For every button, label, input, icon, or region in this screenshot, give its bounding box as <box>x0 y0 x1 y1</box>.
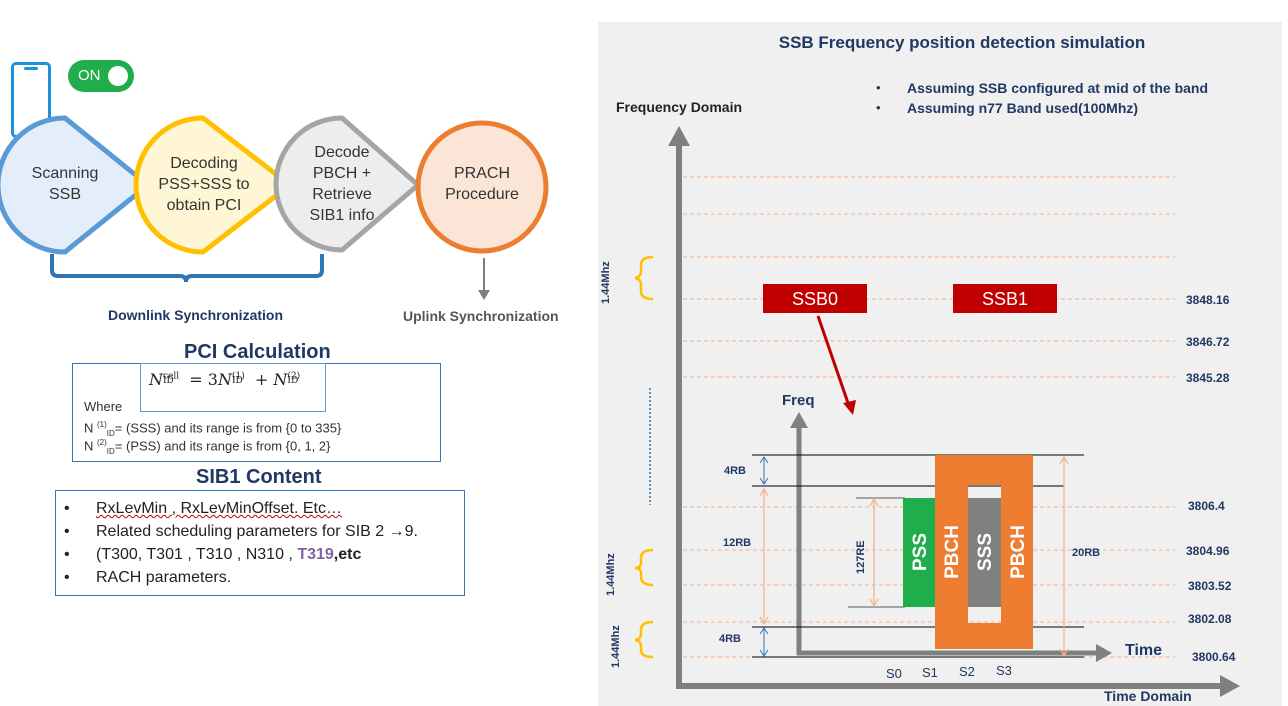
svg-text:3802.08: 3802.08 <box>1188 612 1232 626</box>
bandwidth-label-mid: 1.44Mhz <box>605 553 617 596</box>
ssb1-block <box>953 284 1057 313</box>
svg-text:3804.96: 3804.96 <box>1186 544 1230 558</box>
rb-4-top-arrow <box>759 456 769 485</box>
list-item: RACH parameters. <box>56 566 461 589</box>
frequency-values: 3848.16 3846.72 3845.28 3806.4 3804.96 3… <box>1186 293 1236 664</box>
toggle-label: ON <box>78 67 101 84</box>
downlink-brace <box>50 254 324 283</box>
rb-label-12: 12RB <box>723 537 751 549</box>
sib1-list: RxLevMin , RxLevMinOffset. Etc… Related … <box>56 497 461 589</box>
step-prach-shape <box>415 120 549 254</box>
pbch-label-s3: PBCH <box>1008 525 1029 579</box>
step-scanning-ssb-shape <box>0 115 152 255</box>
svg-text:3845.28: 3845.28 <box>1186 371 1230 385</box>
sim-title: SSB Frequency position detection simulat… <box>779 33 1146 52</box>
svg-text:3806.4: 3806.4 <box>1188 499 1225 513</box>
symbol-s1: S1 <box>922 665 938 680</box>
inner-time-label: Time <box>1125 642 1162 659</box>
svg-text:•: • <box>876 80 881 95</box>
re-127-arrow <box>869 497 879 608</box>
pbch-bottom-s2 <box>968 623 1001 649</box>
list-item: (T300, T301 , T310 , N310 , T319,etc <box>56 543 461 566</box>
pci-box: N_ID^cell = 3N_ID^(1) + N_ID^(2) NcellID… <box>72 363 441 462</box>
pbch-top-s2 <box>968 455 1001 485</box>
pbch-block-s3 <box>1001 455 1033 649</box>
list-item: RxLevMin , RxLevMinOffset. Etc… <box>56 497 461 520</box>
pci-title: PCI Calculation <box>184 341 331 363</box>
re-label-127: 127RE <box>855 540 867 574</box>
symbol-s2: S2 <box>959 664 975 679</box>
ssb-zoom-arrow <box>816 315 850 404</box>
pss-label: PSS <box>910 533 931 571</box>
assumption-2: Assuming n77 Band used(100Mhz) <box>907 100 1138 116</box>
rb-label-4-bottom: 4RB <box>719 633 741 645</box>
symbol-s0: S0 <box>886 666 902 681</box>
step-decoding-pss-sss-shape <box>133 115 295 255</box>
sib1-box: RxLevMin , RxLevMinOffset. Etc… Related … <box>55 490 465 596</box>
list-item: Related scheduling parameters for SIB 2 … <box>56 520 461 543</box>
pbch-label-s1: PBCH <box>942 525 963 579</box>
bandwidth-label-bottom: 1.44Mhz <box>610 625 622 668</box>
pbch-block-s1 <box>935 455 968 649</box>
rb-12-arrow <box>759 487 769 626</box>
downlink-sync-label: Downlink Synchronization <box>108 307 284 323</box>
pci-line-pss: N (2)ID= (PSS) and its range is from {0,… <box>84 438 331 456</box>
ssb0-label: SSB0 <box>792 289 838 309</box>
pss-extent-lines <box>848 497 905 608</box>
rb-20-arrow <box>1059 455 1069 658</box>
symbol-s3: S3 <box>996 663 1012 678</box>
uplink-sync-label: Uplink Synchronization <box>403 308 559 324</box>
rb-4-bottom-arrow <box>759 627 769 657</box>
svg-text:3846.72: 3846.72 <box>1186 335 1230 349</box>
pci-line-sss: N (1)ID= (SSS) and its range is from {0 … <box>84 420 342 438</box>
frequency-domain-label: Frequency Domain <box>616 99 742 115</box>
ssb1-label: SSB1 <box>982 289 1028 309</box>
svg-text:3803.52: 3803.52 <box>1188 579 1232 593</box>
bandwidth-brackets <box>634 255 654 659</box>
time-domain-label: Time Domain <box>1104 688 1192 704</box>
on-toggle[interactable]: ON <box>68 60 134 92</box>
ssb0-block <box>763 284 867 313</box>
step-decode-pbch-shape <box>273 115 422 253</box>
svg-text:3848.16: 3848.16 <box>1186 293 1230 307</box>
pss-block <box>903 498 935 607</box>
sib1-title: SIB1 Content <box>196 466 322 488</box>
svg-text:3800.64: 3800.64 <box>1192 650 1236 664</box>
pci-formula-box: N_ID^cell = 3N_ID^(1) + N_ID^(2) NcellID… <box>140 363 326 412</box>
sss-label: SSS <box>975 533 996 571</box>
bandwidth-label-top: 1.44Mhz <box>600 261 612 304</box>
assumption-1: Assuming SSB configured at mid of the ba… <box>907 80 1208 96</box>
svg-text:•: • <box>876 100 881 115</box>
pci-where: Where <box>84 399 123 414</box>
pci-formula-text: N_ID^cell = 3N_ID^(1) + N_ID^(2) <box>141 364 142 365</box>
sss-block <box>968 498 1001 607</box>
toggle-knob <box>108 66 128 86</box>
rb-label-20: 20RB <box>1072 547 1100 559</box>
sync-flow-diagram <box>0 115 549 300</box>
rb-label-4-top: 4RB <box>724 465 746 477</box>
inner-freq-label: Freq <box>782 392 815 409</box>
phone-speaker <box>24 67 38 70</box>
